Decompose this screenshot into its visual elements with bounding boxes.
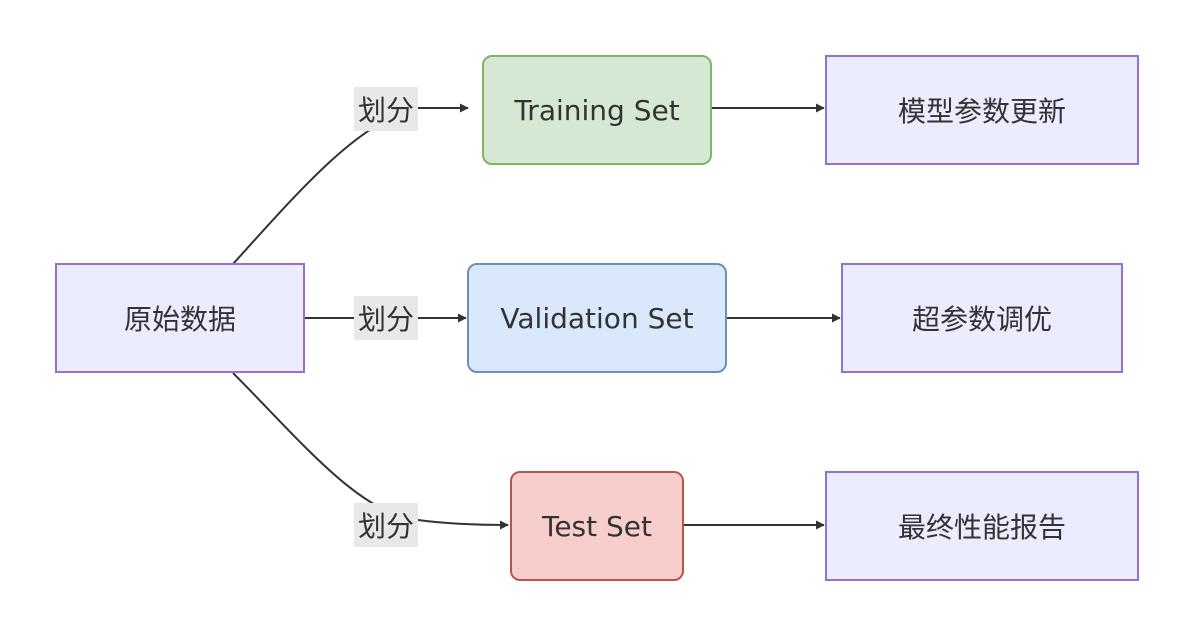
node-test-set: Test Set (510, 471, 684, 581)
node-final-report-label: 最终性能报告 (897, 511, 1066, 544)
node-param-update: 模型参数更新 (825, 55, 1139, 165)
node-training-set: Training Set (482, 55, 712, 165)
node-training-set-label: Training Set (514, 93, 680, 127)
edge-label-validation: 划分 (354, 296, 418, 340)
node-hyperparam-tuning-label: 超参数调优 (911, 303, 1052, 336)
edge-raw-to-training (232, 103, 469, 265)
edge-label-validation-text: 划分 (357, 303, 414, 336)
node-raw-data-label: 原始数据 (123, 303, 236, 336)
edge-label-test-text: 划分 (357, 510, 414, 543)
node-hyperparam-tuning: 超参数调优 (841, 263, 1123, 373)
edge-label-test: 划分 (354, 503, 418, 547)
node-raw-data: 原始数据 (55, 263, 305, 373)
node-final-report: 最终性能报告 (825, 471, 1139, 581)
node-param-update-label: 模型参数更新 (897, 95, 1066, 128)
edge-label-training: 划分 (354, 87, 418, 131)
node-validation-set: Validation Set (467, 263, 727, 373)
edge-label-training-text: 划分 (357, 94, 414, 127)
node-validation-set-label: Validation Set (500, 301, 694, 335)
node-test-set-label: Test Set (541, 509, 653, 543)
